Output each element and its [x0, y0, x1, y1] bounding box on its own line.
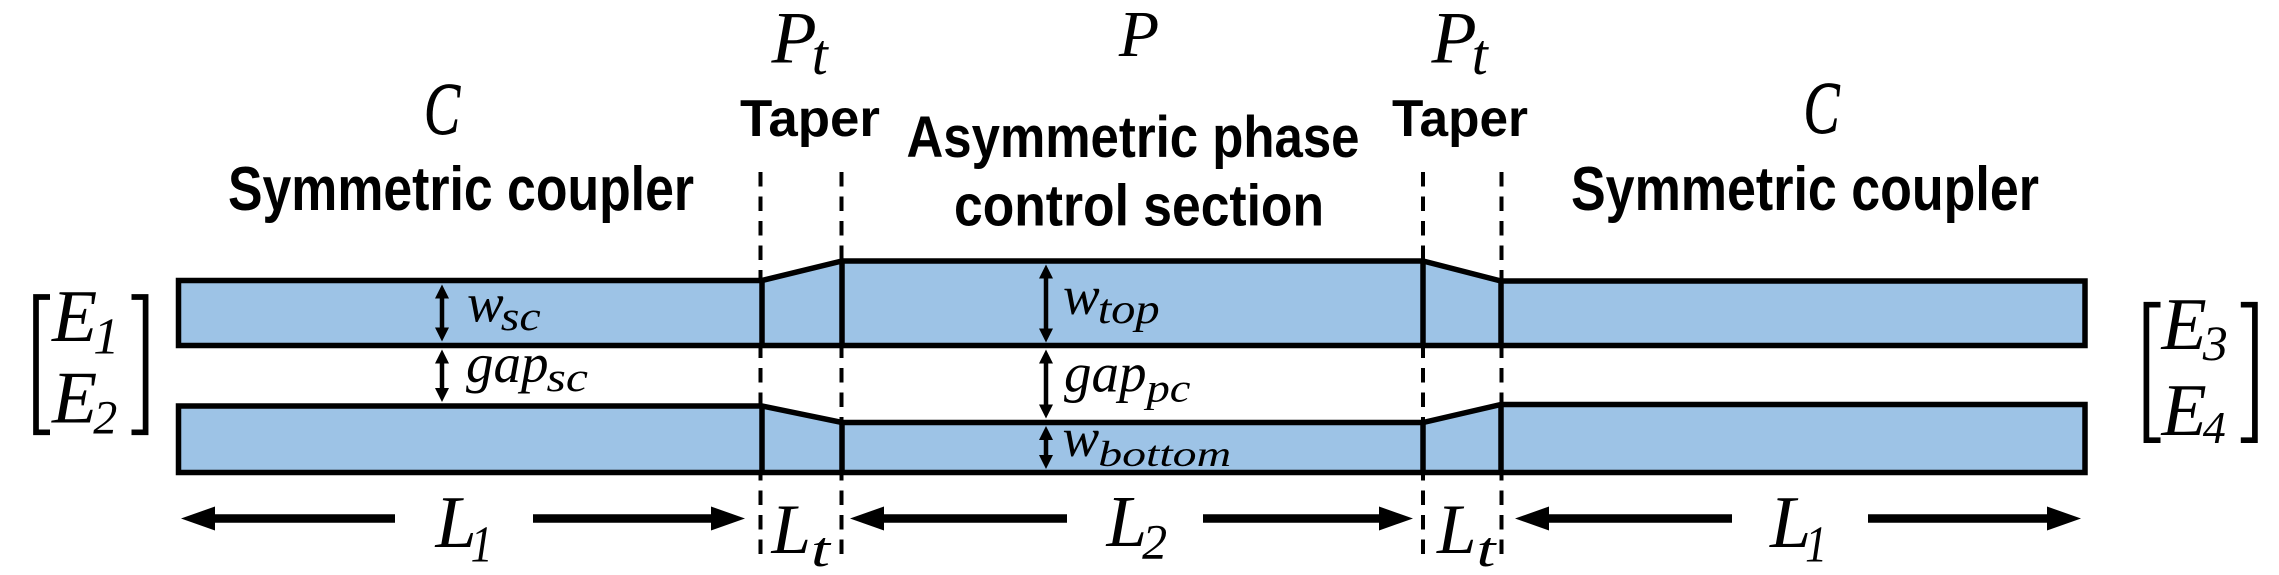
svg-text:L2: L2 — [1106, 481, 1168, 570]
svg-text:C: C — [424, 69, 461, 151]
svg-text:Symmetric coupler: Symmetric coupler — [228, 155, 694, 224]
svg-text:wbottom: wbottom — [1063, 407, 1232, 474]
svg-text:Lt: Lt — [1436, 491, 1497, 575]
svg-text:control section: control section — [954, 174, 1324, 239]
svg-text:Asymmetric phase: Asymmetric phase — [907, 105, 1360, 170]
svg-text:Symmetric coupler: Symmetric coupler — [1571, 155, 2039, 224]
svg-text:C: C — [1804, 68, 1841, 150]
svg-text:E1: E1 — [51, 276, 119, 366]
svg-text:Taper: Taper — [740, 90, 880, 148]
svg-text:P: P — [1118, 0, 1159, 71]
svg-text:Taper: Taper — [1392, 90, 1528, 148]
